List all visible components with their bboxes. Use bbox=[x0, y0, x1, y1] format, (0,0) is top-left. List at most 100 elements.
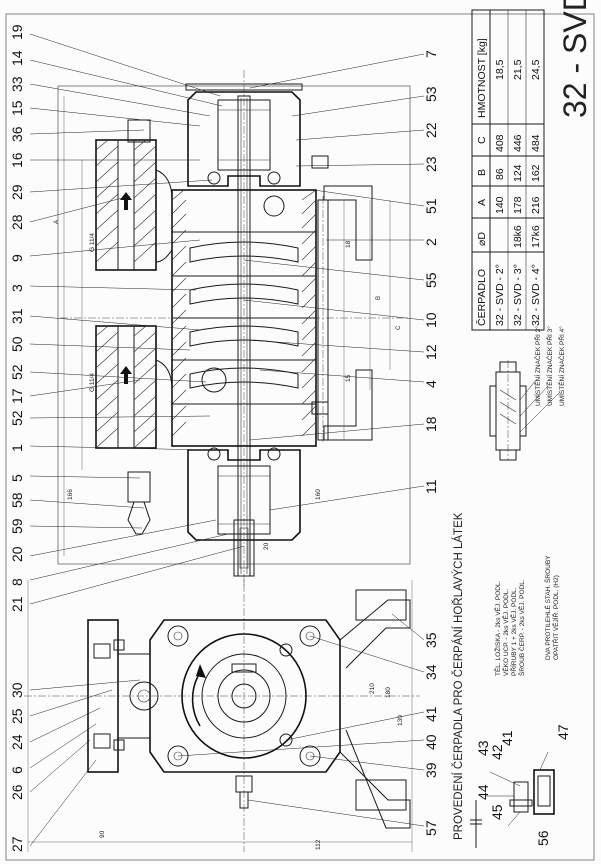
label-180: 180 bbox=[385, 687, 392, 698]
pump-stages bbox=[171, 189, 317, 447]
note-6: OPATŘIT VĚJÍŘ. PODL. (H2) bbox=[551, 575, 560, 660]
front-casing-ring bbox=[181, 633, 307, 759]
row2-a: 178 bbox=[512, 196, 524, 214]
callout-34: 34 bbox=[423, 664, 439, 680]
section-frame bbox=[57, 85, 411, 565]
front-bearing-ring bbox=[201, 653, 287, 739]
foot-upper-right bbox=[323, 185, 373, 261]
mark-a: A bbox=[54, 220, 60, 224]
label-210: 210 bbox=[369, 683, 376, 694]
label-112: 112 bbox=[315, 839, 322, 850]
front-shaft bbox=[231, 683, 257, 709]
callout-10: 10 bbox=[423, 312, 439, 328]
row3-od: 17k6 bbox=[530, 225, 542, 248]
shaft-key bbox=[239, 527, 249, 569]
row2-mass: 21,5 bbox=[512, 59, 524, 80]
note-5: DVA PROTILEHLÉ STAH. ŠROUBY bbox=[543, 555, 552, 660]
mark-c: C bbox=[396, 325, 402, 330]
th-a: A bbox=[476, 199, 488, 206]
row1-pump: 32 - SVD - 2° bbox=[494, 264, 506, 326]
front-hub bbox=[217, 669, 271, 723]
callout-45: 45 bbox=[489, 804, 505, 820]
callout-9: 9 bbox=[9, 254, 25, 262]
gland-lower bbox=[127, 471, 151, 503]
callout-24: 24 bbox=[9, 734, 25, 750]
drawing-title: 32 - SVD bbox=[557, 0, 593, 118]
callout-5: 5 bbox=[9, 474, 25, 482]
callout-35: 35 bbox=[423, 632, 439, 648]
callout-43: 43 bbox=[475, 740, 491, 756]
sheet-border bbox=[5, 13, 595, 861]
callout-21: 21 bbox=[9, 596, 25, 612]
label-166: 166 bbox=[67, 489, 74, 500]
inlet-flange-lower bbox=[95, 325, 173, 449]
callout-53: 53 bbox=[423, 86, 439, 102]
front-key bbox=[231, 663, 257, 673]
impeller-3 bbox=[189, 325, 299, 347]
row3-pump: 32 - SVD - 4° bbox=[530, 264, 542, 326]
front-foot-right-lower bbox=[339, 729, 411, 829]
row1-b: 86 bbox=[494, 168, 506, 180]
inlet-flange-upper bbox=[95, 139, 173, 271]
top-cap bbox=[185, 83, 303, 91]
label-130: 130 bbox=[397, 715, 404, 726]
callout-51: 51 bbox=[423, 198, 439, 214]
row3-b: 162 bbox=[530, 164, 542, 182]
callout-3: 3 bbox=[9, 284, 25, 292]
top-bearing-housing bbox=[187, 91, 301, 187]
callout-numbers-left: 19 14 33 15 36 16 29 28 9 3 31 50 52 17 … bbox=[9, 24, 25, 612]
flow-arrow-lower bbox=[120, 366, 132, 384]
label-inlet-top: G 11/4 bbox=[89, 233, 96, 252]
callout-2: 2 bbox=[423, 238, 439, 246]
callout-58: 58 bbox=[9, 492, 25, 508]
foot-lower-right bbox=[323, 369, 373, 441]
bolt-detail: 43 44 42 45 41 56 47 bbox=[470, 724, 571, 848]
label-20: 20 bbox=[263, 542, 270, 550]
callout-52a: 52 bbox=[9, 364, 25, 380]
coupling-bottom bbox=[201, 367, 227, 393]
bolt-hole-6 bbox=[279, 643, 293, 657]
spec-table: ČERPADLO ⌀D A B C HMOTNOST [kg] 32 - SVD… bbox=[471, 9, 545, 331]
impeller-2 bbox=[189, 283, 299, 305]
bolt-hole-1 bbox=[167, 625, 189, 647]
detail-label-4: UMÍSTĚNÍ ZNAČEK PŘI 4° bbox=[557, 326, 566, 406]
callout-numbers-front: 27 26 6 24 25 30 57 39 40 41 34 35 bbox=[9, 632, 439, 852]
label-90: 90 bbox=[99, 830, 106, 838]
callout-27: 27 bbox=[9, 836, 25, 852]
note-4: ŠROUB ČERP. - 2ks VĚJ. PODL. bbox=[517, 579, 526, 676]
row2-od: 18k6 bbox=[512, 225, 524, 248]
th-cerpadlo: ČERPADLO bbox=[475, 269, 488, 326]
row2-c: 446 bbox=[512, 134, 524, 152]
callout-17: 17 bbox=[9, 388, 25, 404]
row3-c: 484 bbox=[530, 134, 542, 152]
detail-label-3: UMÍSTĚNÍ ZNAČEK PŘI 3° bbox=[545, 326, 554, 406]
boss-lower-right bbox=[311, 401, 329, 415]
callout-26: 26 bbox=[9, 784, 25, 800]
note-2: VĚKO UCP. - 2ks VĚJ. PODL. bbox=[501, 589, 510, 676]
callout-30: 30 bbox=[9, 682, 25, 698]
bolt-hole-2 bbox=[299, 625, 321, 647]
callout-52b: 52 bbox=[9, 410, 25, 426]
callout-40: 40 bbox=[423, 734, 439, 750]
rotation-arrow bbox=[191, 675, 201, 727]
callout-31: 31 bbox=[9, 308, 25, 324]
bolt-hole-3 bbox=[167, 745, 189, 767]
th-c: C bbox=[476, 136, 488, 144]
callout-16: 16 bbox=[9, 152, 25, 168]
callout-47: 47 bbox=[555, 724, 571, 740]
coupling-top bbox=[263, 195, 285, 217]
callout-25: 25 bbox=[9, 708, 25, 724]
th-b: B bbox=[476, 169, 488, 176]
callout-numbers-right: 7 53 22 23 51 2 55 10 12 4 18 11 bbox=[423, 50, 439, 494]
row1-a: 140 bbox=[494, 196, 506, 214]
gland-upper bbox=[127, 119, 151, 143]
callout-56: 56 bbox=[535, 830, 551, 846]
callout-28: 28 bbox=[9, 214, 25, 230]
callout-4: 4 bbox=[423, 380, 439, 388]
callout-19: 19 bbox=[9, 24, 25, 40]
flow-arrow-upper bbox=[120, 192, 132, 210]
callout-59: 59 bbox=[9, 518, 25, 534]
front-foot-right-upper bbox=[339, 599, 411, 669]
notes-block: TĚL. LOŽISKA - 2ks VĚJ. PODL. VĚKO UCP. … bbox=[493, 555, 560, 676]
label-18: 18 bbox=[345, 240, 352, 248]
